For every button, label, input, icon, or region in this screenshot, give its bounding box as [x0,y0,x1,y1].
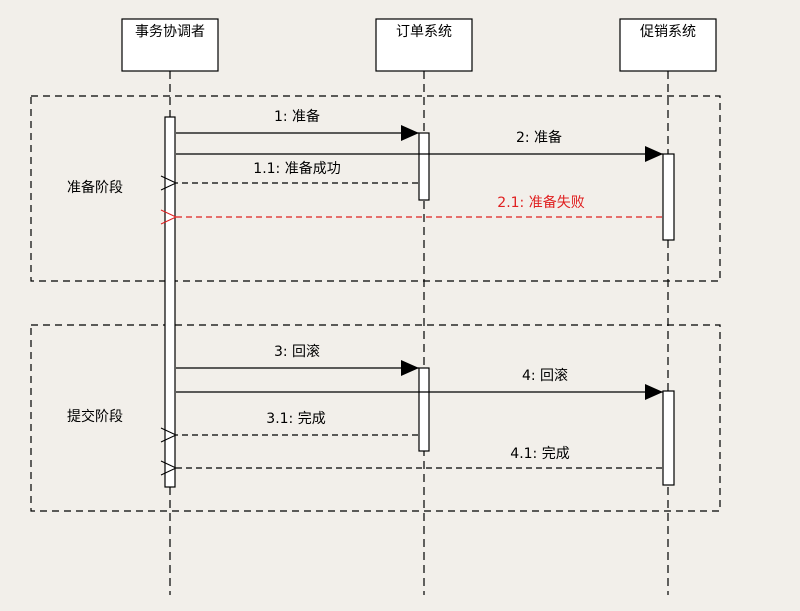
message-label: 4: 回滚 [522,367,568,384]
message-label-failed: 2.1: 准备失败 [497,194,584,211]
phase-frame-prepare: 准备阶段 [30,95,721,282]
message-4-rollback: 4: 回滚 [176,367,663,400]
participant-order: 订单系统 [375,18,473,72]
message-label: 2: 准备 [516,129,562,146]
phase-label-prepare: 准备阶段 [67,179,123,196]
participant-label: 促销系统 [640,24,696,40]
phase-frame-commit: 提交阶段 [30,324,721,512]
participant-label: 事务协调者 [135,24,205,40]
message-1-prepare: 1: 准备 [176,108,419,141]
activation-coordinator [164,116,176,488]
message-4-1-done: 4.1: 完成 [176,446,662,468]
message-label: 3: 回滚 [274,343,320,360]
participant-coordinator: 事务协调者 [121,18,219,72]
activation-order-prepare [418,132,430,201]
activation-promo-commit [662,390,675,486]
message-3-1-done: 3.1: 完成 [176,411,418,435]
activation-order-commit [418,367,430,452]
participant-label: 订单系统 [396,24,452,40]
message-2-prepare: 2: 准备 [176,129,663,162]
message-label: 3.1: 完成 [266,411,325,427]
participant-promo: 促销系统 [619,18,717,72]
message-label: 1: 准备 [274,108,320,125]
phase-label-commit: 提交阶段 [67,408,123,425]
activation-promo-prepare [662,153,675,241]
message-2-1-prepare-failed: 2.1: 准备失败 [176,194,662,217]
message-label: 4.1: 完成 [510,446,569,462]
message-3-rollback: 3: 回滚 [176,343,419,376]
message-label: 1.1: 准备成功 [253,160,340,177]
message-1-1-prepare-success: 1.1: 准备成功 [176,160,418,183]
